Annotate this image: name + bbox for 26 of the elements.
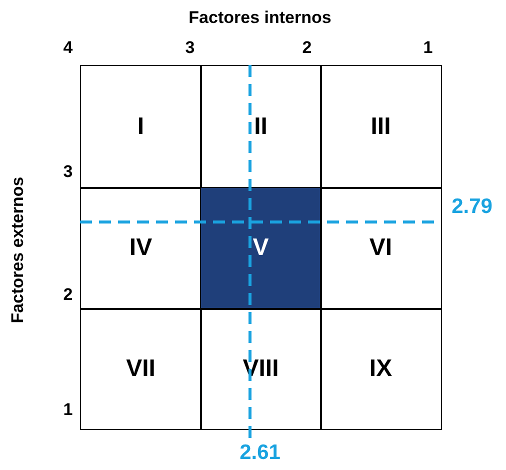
tick-label: 3 bbox=[63, 162, 73, 182]
axis-title: Factores internos bbox=[188, 8, 332, 28]
tick-label: 3 bbox=[185, 38, 195, 58]
tick-label: 2 bbox=[63, 285, 73, 305]
matrix-cell bbox=[200, 187, 322, 310]
quadrant-numeral: IV bbox=[129, 234, 152, 262]
reference-value: 2.79 bbox=[452, 195, 492, 219]
quadrant-numeral: VI bbox=[369, 234, 392, 262]
matrix-cell bbox=[320, 65, 442, 188]
tick-label: 2 bbox=[302, 38, 312, 58]
matrix-cell bbox=[200, 308, 322, 430]
quadrant-numeral: I bbox=[137, 112, 144, 141]
matrix-cell bbox=[80, 65, 202, 188]
tick-label: 1 bbox=[423, 38, 433, 58]
tick-label: 1 bbox=[63, 400, 73, 420]
axis-title: Factores externos bbox=[8, 176, 28, 324]
matrix-cell bbox=[320, 308, 442, 430]
tick-label: 4 bbox=[63, 38, 73, 58]
matrix-cell bbox=[320, 187, 442, 310]
quadrant-numeral: VII bbox=[126, 354, 156, 383]
reference-value: 2.61 bbox=[240, 441, 280, 465]
quadrant-numeral: II bbox=[254, 112, 268, 141]
quadrant-numeral: III bbox=[370, 112, 391, 141]
quadrant-numeral: IX bbox=[369, 354, 392, 383]
quadrant-numeral: V bbox=[252, 234, 269, 262]
matrix-cell bbox=[80, 308, 202, 430]
